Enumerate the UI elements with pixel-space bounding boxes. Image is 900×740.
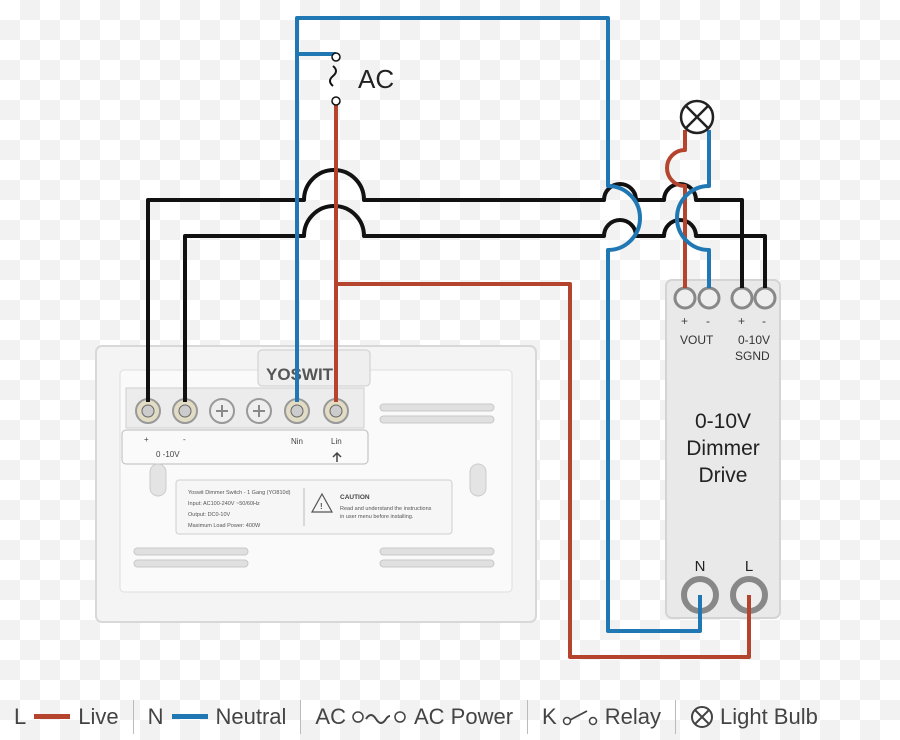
mount-clip xyxy=(469,463,487,497)
svg-text:!: ! xyxy=(320,502,323,511)
dimmer-drive: + - + - VOUT 0-10V SGND 0-10V Dimmer Dri… xyxy=(665,279,781,619)
brand-plate xyxy=(257,349,371,387)
terminal-screws xyxy=(135,398,349,424)
legend-relay: K Relay xyxy=(528,693,675,740)
ac-wave-icon xyxy=(329,65,337,87)
relay-switch-icon xyxy=(562,709,597,725)
wiring-diagram: YOSWIT + - 0 -10V Nin Lin xyxy=(95,16,781,659)
drive-minus-left: - xyxy=(706,314,710,328)
legend-bulb: Light Bulb xyxy=(676,693,832,740)
legend-neutral-letter: N xyxy=(147,703,164,729)
terminal-label-box xyxy=(121,429,369,465)
neutral-swatch xyxy=(171,714,208,719)
drive-title-2: Dimmer xyxy=(686,437,760,460)
legend-ac: AC AC Power xyxy=(301,693,527,740)
legend-live-label: Live xyxy=(78,703,119,729)
ac-source: AC xyxy=(329,52,394,106)
terminal-screw xyxy=(246,398,272,424)
vent-slots xyxy=(133,403,495,568)
light-bulb-icon xyxy=(679,99,715,135)
wire-neutral-main xyxy=(295,16,702,633)
light-bulb-legend-icon xyxy=(690,705,713,728)
drive-l-label: L xyxy=(745,558,753,575)
wire-lamp-live xyxy=(665,130,687,288)
legend-relay-letter: K xyxy=(542,703,557,729)
caution-text: Read and understand the instructions in … xyxy=(340,506,433,520)
legend-neutral-label: Neutral xyxy=(215,703,287,729)
product-label xyxy=(175,479,453,535)
legend-divider xyxy=(674,699,676,734)
drive-terminal xyxy=(753,286,777,310)
terminal-plus-label: + xyxy=(144,435,149,444)
terminal-l-label: Lin xyxy=(331,437,342,446)
vout-label: VOUT xyxy=(680,333,714,347)
legend: L Live N Neutral AC AC Power K Relay xyxy=(0,693,900,740)
drive-terminal xyxy=(697,286,721,310)
legend-divider xyxy=(527,699,529,734)
drive-plus-right: + xyxy=(738,314,745,328)
drive-plus-left: + xyxy=(681,314,688,328)
terminal-screw xyxy=(284,398,310,424)
terminal-screw xyxy=(135,398,161,424)
warning-icon xyxy=(310,492,334,513)
terminal-range-label: 0 -10V xyxy=(156,450,180,459)
terminal-screw xyxy=(323,398,349,424)
brand-logo: YOSWIT xyxy=(266,365,334,384)
legend-live-letter: L xyxy=(14,703,27,729)
arrow-up-icon xyxy=(332,451,342,462)
terminal-minus-label: - xyxy=(183,435,186,444)
legend-divider xyxy=(132,699,134,734)
wire-lamp-neutral xyxy=(675,130,711,288)
drive-minus-right: - xyxy=(762,314,766,328)
terminal-screw xyxy=(209,398,235,424)
sgnd-label: SGND xyxy=(735,349,770,363)
drive-terminal xyxy=(730,286,754,310)
legend-relay-label: Relay xyxy=(604,703,661,729)
live-swatch xyxy=(34,714,71,719)
wire-signal-minus xyxy=(183,204,767,402)
terminal-n-label: Nin xyxy=(291,437,303,446)
drive-n-label: N xyxy=(695,558,706,575)
drive-title-1: 0-10V xyxy=(695,410,751,433)
legend-bulb-label: Light Bulb xyxy=(719,703,818,729)
legend-ac-label: AC Power xyxy=(413,703,514,729)
legend-neutral: N Neutral xyxy=(134,693,301,740)
product-info-text: Yoswit Dimmer Switch - 1 Gang (YO810d) I… xyxy=(188,490,292,529)
caution-title: CAUTION xyxy=(340,494,370,501)
ac-label: AC xyxy=(358,64,394,94)
range-label: 0-10V xyxy=(738,333,770,347)
drive-title-3: Drive xyxy=(698,464,747,487)
wire-live-driver xyxy=(336,282,751,659)
ac-symbol-icon xyxy=(352,710,406,724)
legend-ac-letter: AC xyxy=(315,703,346,729)
dimmer-switch-panel: YOSWIT + - 0 -10V Nin Lin xyxy=(95,345,537,623)
drive-terminal xyxy=(673,286,697,310)
legend-live: L Live xyxy=(0,693,133,740)
terminal-screw xyxy=(172,398,198,424)
legend-divider xyxy=(300,699,302,734)
mount-clip xyxy=(149,463,167,497)
